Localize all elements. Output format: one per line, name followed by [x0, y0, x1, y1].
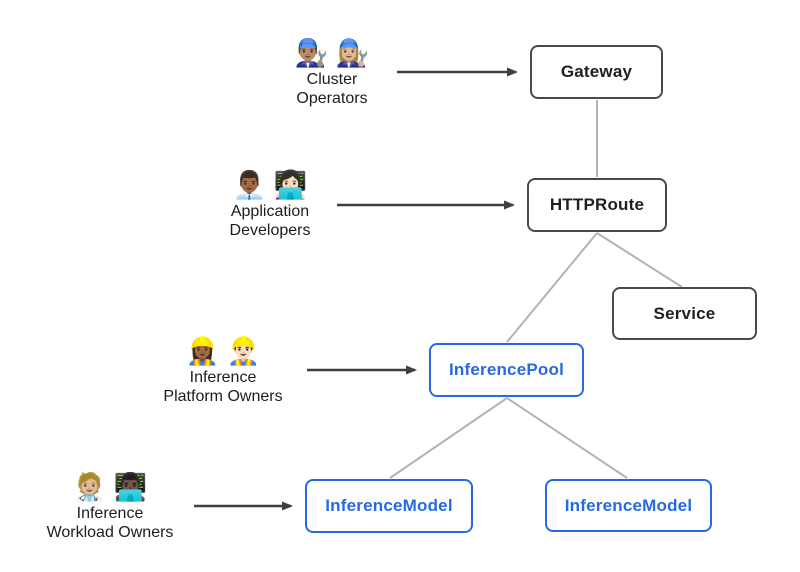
- actor-inference-platform-owners: 👷🏾‍♀️ 👷🏻‍♂️ Inference Platform Owners: [123, 334, 323, 406]
- actor-label: Platform Owners: [163, 388, 283, 405]
- node-label: InferenceModel: [564, 495, 693, 515]
- node-service: Service: [612, 287, 757, 340]
- node-inferencemodel-right: InferenceModel: [545, 479, 712, 532]
- actor-label: Cluster: [306, 71, 358, 88]
- node-label: InferenceModel: [325, 496, 453, 515]
- actor-application-developers: 👨🏾‍💼 👩🏻‍💻 Application Developers: [170, 168, 370, 240]
- actor-label: Developers: [229, 222, 311, 239]
- node-label: Service: [653, 303, 716, 323]
- construction-worker-emoji-icon: 👷🏾‍♀️ 👷🏻‍♂️: [185, 336, 261, 366]
- node-inferencemodel-left: InferenceModel: [305, 479, 473, 533]
- node-httproute: HTTPRoute: [527, 178, 667, 232]
- edge-httproute-inferencepool: [506, 232, 598, 343]
- resource-connectors: [389, 100, 683, 479]
- actor-arrows: [194, 67, 518, 511]
- node-gateway: Gateway: [530, 45, 663, 99]
- actor-label: Application: [230, 203, 310, 220]
- actor-inference-workload-owners: 🧑🏼‍⚕️ 👨🏿‍💻 Inference Workload Owners: [10, 470, 210, 542]
- edge-inferencepool-inferencemodel-2: [506, 397, 628, 479]
- edge-inferencepool-inferencemodel-1: [389, 397, 508, 479]
- actor-label: Inference: [189, 369, 257, 386]
- node-label: HTTPRoute: [549, 195, 645, 214]
- actor-cluster-operators: 👨🏽‍🔧 👩🏼‍🔧 Cluster Operators: [232, 36, 432, 108]
- actor-label: Operators: [296, 90, 368, 107]
- edge-httproute-service: [596, 232, 683, 288]
- node-label: Gateway: [560, 62, 633, 81]
- developer-emoji-icon: 👨🏾‍💼 👩🏻‍💻: [232, 170, 308, 200]
- node-label: InferencePool: [448, 360, 565, 379]
- actor-label: Inference: [76, 505, 144, 522]
- mechanic-emoji-icon: 👨🏽‍🔧 👩🏼‍🔧: [294, 38, 370, 68]
- actor-label: Workload Owners: [46, 524, 174, 541]
- workload-owner-emoji-icon: 🧑🏼‍⚕️ 👨🏿‍💻: [72, 472, 148, 502]
- node-inferencepool: InferencePool: [429, 343, 584, 397]
